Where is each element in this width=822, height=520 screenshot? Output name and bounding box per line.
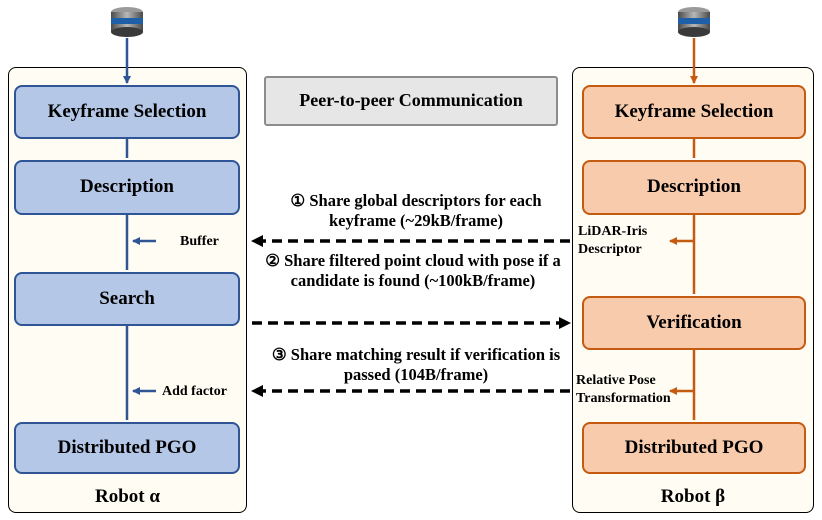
module-label: Verification <box>646 311 742 333</box>
module-label: Search <box>99 287 155 309</box>
descriptor-label: LiDAR-Iris Descriptor <box>578 224 648 258</box>
buffer-label: Buffer <box>180 234 219 249</box>
module-label: Distributed PGO <box>624 436 764 458</box>
header-box: Peer-to-peer Communication <box>264 76 558 126</box>
message-text: Share matching result if verification is… <box>290 345 561 385</box>
alpha-description: Description <box>14 160 240 215</box>
relative-pose-label: Relative Pose Transformation <box>576 373 671 407</box>
message-marker: ① <box>290 191 306 210</box>
module-label: Distributed PGO <box>57 436 197 458</box>
message-2: ② Share filtered point cloud with pose i… <box>258 251 568 291</box>
module-label: Keyframe Selection <box>47 100 207 122</box>
message-text: Share filtered point cloud with pose if … <box>284 251 561 291</box>
header-label: Peer-to-peer Communication <box>299 90 523 111</box>
module-label: Description <box>80 176 174 198</box>
message-1: ① Share global descriptors for each keyf… <box>268 191 564 231</box>
message-3: ③ Share matching result if verification … <box>266 345 566 385</box>
lidar-sensor-icon <box>678 7 710 37</box>
alpha-search: Search <box>14 272 240 326</box>
message-marker: ② <box>265 251 280 270</box>
robot-beta-label: Robot β <box>660 486 726 507</box>
add-factor-label: Add factor <box>162 384 227 399</box>
alpha-keyframe-selection: Keyframe Selection <box>14 85 240 139</box>
alpha-distributed-pgo: Distributed PGO <box>14 422 240 474</box>
message-text: Share global descriptors for each keyfra… <box>309 191 542 231</box>
beta-keyframe-selection: Keyframe Selection <box>582 85 806 139</box>
beta-distributed-pgo: Distributed PGO <box>582 422 806 474</box>
module-label: Keyframe Selection <box>614 100 774 122</box>
lidar-sensor-icon <box>111 7 143 37</box>
beta-verification: Verification <box>582 296 806 350</box>
module-label: Description <box>647 176 741 198</box>
beta-description: Description <box>582 160 806 215</box>
message-marker: ③ <box>271 345 287 364</box>
robot-alpha-label: Robot α <box>95 486 160 507</box>
